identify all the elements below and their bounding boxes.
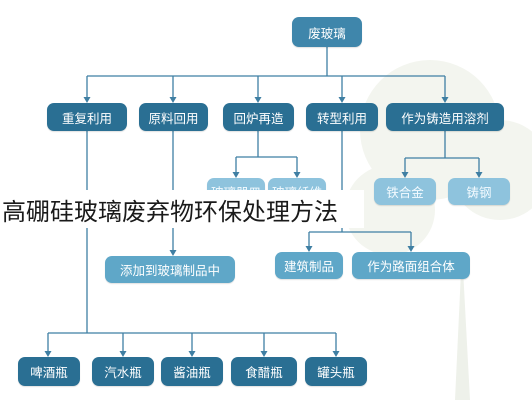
connector-level1-2-arrow	[254, 97, 262, 103]
node-soda-bottle: 汽水瓶	[92, 357, 154, 386]
root-node: 废玻璃	[292, 17, 362, 47]
root-label: 废玻璃	[308, 25, 346, 41]
node-cast-steel-label: 铸钢	[466, 185, 492, 200]
connector-bottle-0-arrow	[44, 351, 52, 357]
node-beer-bottle: 啤酒瓶	[18, 357, 80, 386]
connector-bottle-4-arrow	[332, 351, 340, 357]
node-building-products: 建筑制品	[275, 252, 343, 279]
connector-level1-1-arrow	[169, 97, 177, 103]
connector-bottle-3-arrow	[260, 351, 268, 357]
node-soy-sauce-bottle: 酱油瓶	[161, 357, 223, 386]
node-vinegar-bottle: 食醋瓶	[231, 357, 297, 386]
node-raw-material-reuse: 原料回用	[139, 103, 208, 131]
node-vinegar-bottle-label: 食醋瓶	[245, 365, 283, 380]
node-soda-bottle-label: 汽水瓶	[104, 365, 142, 380]
node-add-to-glass-products: 添加到玻璃制品中	[105, 256, 235, 283]
node-ferroalloy: 铁合金	[374, 178, 436, 205]
connector-cast-steel-arrow	[475, 172, 483, 178]
node-transformation-use: 转型利用	[306, 103, 378, 131]
overlay-caption-text: 高硼硅玻璃废弃物环保处理方法	[2, 197, 338, 226]
node-transformation-use-label: 转型利用	[316, 110, 367, 126]
node-building-products-label: 建筑制品	[283, 259, 334, 274]
connector-road-aggregate-arrow	[407, 246, 415, 252]
connector-level1-3-arrow	[338, 97, 346, 103]
connector-level1-0-arrow	[83, 97, 91, 103]
node-can-bottle-label: 罐头瓶	[317, 365, 355, 380]
node-ferroalloy-label: 铁合金	[386, 185, 424, 200]
node-can-bottle: 罐头瓶	[305, 357, 367, 386]
connector-glassware-arrow	[232, 172, 240, 178]
node-cast-steel: 铸钢	[448, 178, 510, 205]
node-casting-flux-label: 作为铸造用溶剂	[401, 110, 489, 126]
connector-building-products-arrow	[305, 246, 313, 252]
connector-bottle-1-arrow	[119, 351, 127, 357]
node-remelting-label: 回炉再造	[233, 110, 284, 126]
connector-ferroalloy-arrow	[401, 172, 409, 178]
node-reuse-label: 重复利用	[61, 110, 112, 126]
connector-raw-material-arrow	[169, 250, 177, 256]
node-reuse: 重复利用	[47, 103, 127, 131]
node-beer-bottle-label: 啤酒瓶	[30, 365, 68, 380]
node-soy-sauce-bottle-label: 酱油瓶	[173, 365, 211, 380]
overlay-caption: 高硼硅玻璃废弃物环保处理方法	[0, 190, 364, 228]
node-remelting: 回炉再造	[223, 103, 294, 131]
node-add-to-glass-products-label: 添加到玻璃制品中	[119, 263, 220, 278]
node-road-aggregate: 作为路面组合体	[352, 252, 470, 279]
node-casting-flux: 作为铸造用溶剂	[386, 103, 504, 131]
connector-glass-fiber-arrow	[293, 172, 301, 178]
node-road-aggregate-label: 作为路面组合体	[367, 259, 455, 274]
connector-level1-4-arrow	[441, 97, 449, 103]
connector-bottle-2-arrow	[188, 351, 196, 357]
node-raw-material-reuse-label: 原料回用	[148, 110, 199, 126]
